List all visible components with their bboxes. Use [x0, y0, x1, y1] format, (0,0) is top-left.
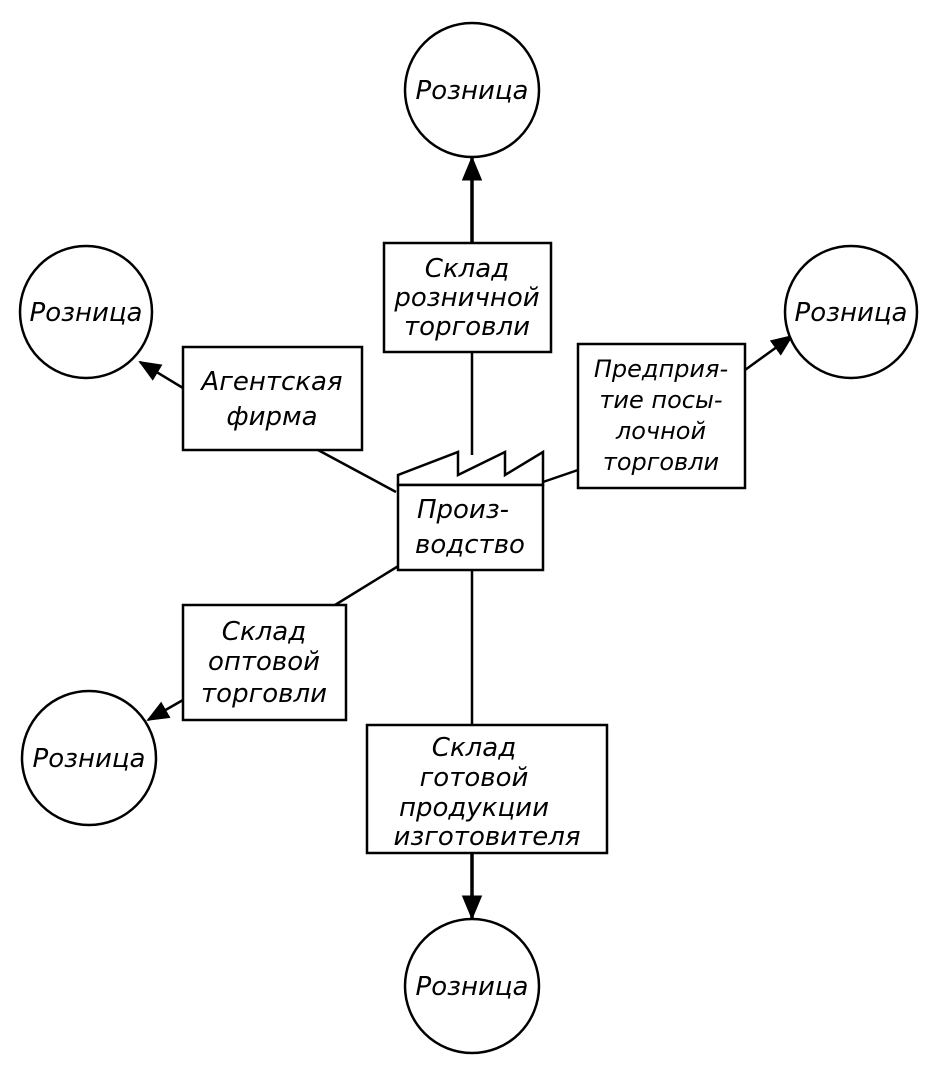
- edge-production-wholesale: [334, 563, 401, 607]
- agent-firm-box: Агентская фирма: [181, 345, 364, 452]
- wholesale-warehouse-line2: оптовой: [208, 647, 320, 677]
- mail-order-line1: Предприя-: [594, 355, 728, 383]
- production-factory: Произ- водство: [396, 449, 545, 572]
- wholesale-warehouse-line3: торговли: [201, 679, 327, 709]
- agent-firm-line2: фирма: [226, 402, 317, 432]
- manufacturer-warehouse-line1: Склад: [432, 733, 516, 763]
- retail-label: Розница: [795, 298, 908, 328]
- retail-node-right: Розница: [783, 244, 919, 380]
- retail-warehouse-line1: Склад: [425, 254, 509, 284]
- manufacturer-warehouse-line2: готовой: [420, 763, 529, 793]
- manufacturer-warehouse-line4: изготовителя: [394, 822, 581, 852]
- edge-agent-firm-retail-left: [138, 360, 184, 390]
- retail-label: Розница: [30, 298, 143, 328]
- edge-production-mail-order: [542, 468, 579, 484]
- retail-label: Розница: [416, 972, 529, 1002]
- agent-firm-line1: Агентская: [199, 367, 342, 397]
- production-line2: водство: [415, 530, 525, 560]
- retail-label: Розница: [33, 744, 146, 774]
- production-line1: Произ-: [417, 495, 509, 525]
- mail-order-line2: тие посы-: [599, 386, 722, 414]
- factory-roof: [396, 449, 545, 487]
- mail-order-box: Предприя- тие посы- лочной торговли: [576, 342, 747, 490]
- mail-order-line4: торговли: [603, 448, 719, 476]
- retail-node-left: Розница: [18, 244, 154, 380]
- retail-node-top: Розница: [403, 21, 541, 159]
- manufacturer-warehouse-box: Склад готовой продукции изготовителя: [365, 723, 609, 855]
- retail-node-bottom: Розница: [403, 917, 541, 1055]
- wholesale-warehouse-box: Склад оптовой торговли: [181, 603, 348, 722]
- connectors: [138, 155, 794, 921]
- edge-production-agent-firm: [317, 448, 397, 494]
- retail-warehouse-box: Склад розничной торговли: [382, 241, 553, 354]
- retail-warehouse-line2: розничной: [393, 283, 539, 313]
- edge-wholesale-retail-lowerleft: [146, 698, 184, 722]
- edge-mail-order-retail-right: [744, 334, 794, 372]
- retail-warehouse-line3: торговли: [404, 312, 530, 342]
- retail-node-lower-left: Розница: [20, 689, 158, 827]
- wholesale-warehouse-line1: Склад: [222, 617, 306, 647]
- manufacturer-warehouse-line3: продукции: [399, 793, 549, 823]
- mail-order-line3: лочной: [615, 417, 706, 445]
- retail-label: Розница: [416, 76, 529, 106]
